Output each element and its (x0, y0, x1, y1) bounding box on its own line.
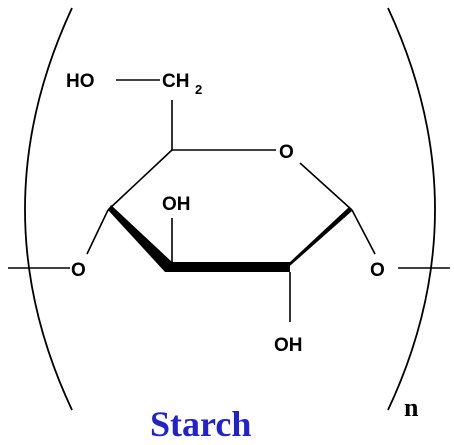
link-oxygen-right-label: O (370, 260, 385, 281)
bond-c1-link-o (351, 209, 376, 255)
bond-c5-c4 (107, 149, 173, 211)
bold-bond-c3-c2 (165, 262, 290, 272)
oh-bottom-label: OH (274, 335, 303, 356)
bond-ring-o-c1 (299, 162, 353, 211)
oh-top-label: OH (162, 194, 191, 215)
ch2-subscript: 2 (195, 82, 202, 97)
ho-label: HO (66, 71, 95, 92)
wedge-bond-c4-c3 (108, 205, 172, 272)
bond-c4-link-o (86, 209, 109, 255)
ch2-label: CH (162, 71, 189, 92)
right-bracket (387, 7, 436, 411)
caption-title: Starch (150, 404, 251, 444)
link-oxygen-left-label: O (71, 260, 86, 281)
wedge-bond-c2-c1 (283, 207, 352, 272)
left-bracket (24, 7, 73, 411)
ring-oxygen-label: O (279, 142, 294, 163)
repeat-unit-subscript: n (404, 393, 419, 422)
